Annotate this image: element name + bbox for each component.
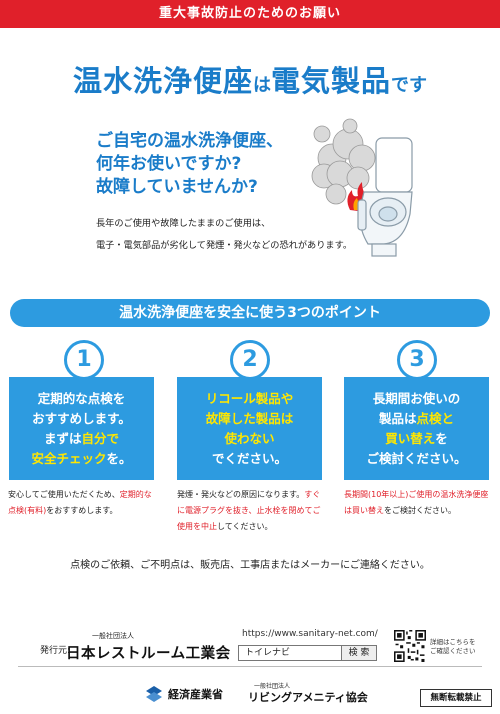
website-url[interactable]: https://www.sanitary-net.com/ <box>242 629 378 639</box>
point-line: まずは自分で <box>9 429 154 449</box>
question-text: ご自宅の温水洗浄便座、 何年お使いですか? 故障していませんか? <box>96 130 283 199</box>
qr-code-icon[interactable] <box>394 630 426 662</box>
point-note-text: 安心してご使用いただくため、 <box>8 490 120 499</box>
point-text: を。 <box>106 451 132 466</box>
publisher-name: 日本レストルーム工業会 <box>66 646 231 662</box>
point-line: 安全チェックを。 <box>9 449 154 469</box>
headline-main2: 電気製品 <box>271 64 392 98</box>
point-text: 長期間お使いの <box>372 391 461 406</box>
point-highlight-text: 自分で <box>81 431 120 446</box>
point-box-2: リコール製品や故障した製品は使わないでください。 <box>177 377 322 480</box>
points-header: 温水洗浄便座を安全に使う3つのポイント <box>10 299 490 327</box>
point-note-text: してください。 <box>217 522 273 531</box>
warning-line: 長年のご使用や故障したままのご使用は、 <box>96 218 271 229</box>
top-banner: 重大事故防止のためのお願い <box>0 0 500 28</box>
no-reprint-badge: 無断転載禁止 <box>420 689 492 707</box>
headline-end: です <box>391 75 428 96</box>
point-line: 長期間お使いの <box>344 389 489 409</box>
point-highlight-text: 安全チェック <box>31 451 107 466</box>
meti-logo: 経済産業省 <box>145 684 223 704</box>
point-number-2: 2 <box>230 340 270 380</box>
headline: 温水洗浄便座は電気製品です <box>0 58 500 100</box>
toilet-smoke-illustration <box>311 118 413 257</box>
point-line: リコール製品や <box>177 389 322 409</box>
publisher-sub: 一般社団法人 <box>92 632 134 640</box>
point-number-1: 1 <box>64 340 104 380</box>
point-text: まずは <box>43 431 82 446</box>
point-note-emphasis: すぐに電源プラグを抜き、止水栓を閉めてご使用を中止 <box>177 490 321 531</box>
qr-note: 詳細はこちらを ご確認ください <box>430 638 476 656</box>
publisher-label: 発行元: <box>40 646 71 656</box>
point-highlight-text: 使わない <box>224 431 275 446</box>
point-note-emphasis: 定期的な点検(有料) <box>8 490 152 515</box>
point-text: 製品は <box>378 411 417 426</box>
point-highlight-text: リコール製品や <box>205 391 294 406</box>
qr-note-line: 詳細はこちらを <box>430 638 476 646</box>
point-line: 故障した製品は <box>177 409 322 429</box>
living-amenity-name: リビングアメニティ協会 <box>248 691 368 704</box>
point-note-3: 長期間(10年以上)ご使用の温水洗浄便座は買い替えをご検討ください。 <box>344 487 494 519</box>
point-text: おすすめします。 <box>32 411 131 426</box>
point-note-emphasis: 長期間(10年以上)ご使用の温水洗浄便座は買い替え <box>344 490 489 515</box>
warning-line: 電子・電気部品が劣化して発煙・発火などの恐れがあります。 <box>96 240 353 251</box>
living-amenity-sub: 一般社団法人 <box>254 683 291 690</box>
meti-name: 経済産業省 <box>168 688 223 701</box>
point-line: 製品は点検と <box>344 409 489 429</box>
toilet-icon <box>357 137 413 257</box>
search-input[interactable]: トイレナビ <box>238 645 356 661</box>
point-note-text: をおすすめします。 <box>46 506 118 515</box>
point-text: 定期的な点検を <box>37 391 126 406</box>
point-number-3: 3 <box>397 340 437 380</box>
question-line: ご自宅の温水洗浄便座、 <box>96 131 283 151</box>
footer-divider <box>18 666 482 667</box>
headline-main: 温水洗浄便座 <box>72 64 253 98</box>
point-highlight-text: 買い替え <box>385 431 436 446</box>
point-text: ご検討ください。 <box>366 451 467 466</box>
question-line: 何年お使いですか? <box>96 154 242 174</box>
point-line: 定期的な点検を <box>9 389 154 409</box>
question-line: 故障していませんか? <box>96 177 258 197</box>
point-note-1: 安心してご使用いただくため、定期的な点検(有料)をおすすめします。 <box>8 487 158 519</box>
point-box-3: 長期間お使いの製品は点検と買い替えをご検討ください。 <box>344 377 489 480</box>
qr-note-line: ご確認ください <box>430 647 476 655</box>
headline-mid: は <box>253 75 271 96</box>
smoke-cloud <box>311 118 376 205</box>
point-note-text: 発煙・発火などの原因になります。 <box>177 490 305 499</box>
contact-text: 点検のご依頼、ご不明点は、販売店、工事店またはメーカーにご連絡ください。 <box>70 560 430 571</box>
point-line: ご検討ください。 <box>344 449 489 469</box>
meti-emblem-icon <box>146 686 162 702</box>
point-line: でください。 <box>177 449 322 469</box>
warning-text: 長年のご使用や故障したままのご使用は、 電子・電気部品が劣化して発煙・発火などの… <box>96 213 352 257</box>
point-line: 買い替えを <box>344 429 489 449</box>
point-line: 使わない <box>177 429 322 449</box>
point-note-text: をご検討ください。 <box>384 506 456 515</box>
point-highlight-text: 点検と <box>416 411 455 426</box>
point-text: でください。 <box>211 451 287 466</box>
point-note-2: 発煙・発火などの原因になります。すぐに電源プラグを抜き、止水栓を閉めてご使用を中… <box>177 487 327 535</box>
search-button[interactable]: 検 索 <box>341 645 377 661</box>
point-highlight-text: 故障した製品は <box>205 411 294 426</box>
point-box-1: 定期的な点検をおすすめします。まずは自分で安全チェックを。 <box>9 377 154 480</box>
point-line: おすすめします。 <box>9 409 154 429</box>
point-text: を <box>435 431 448 446</box>
